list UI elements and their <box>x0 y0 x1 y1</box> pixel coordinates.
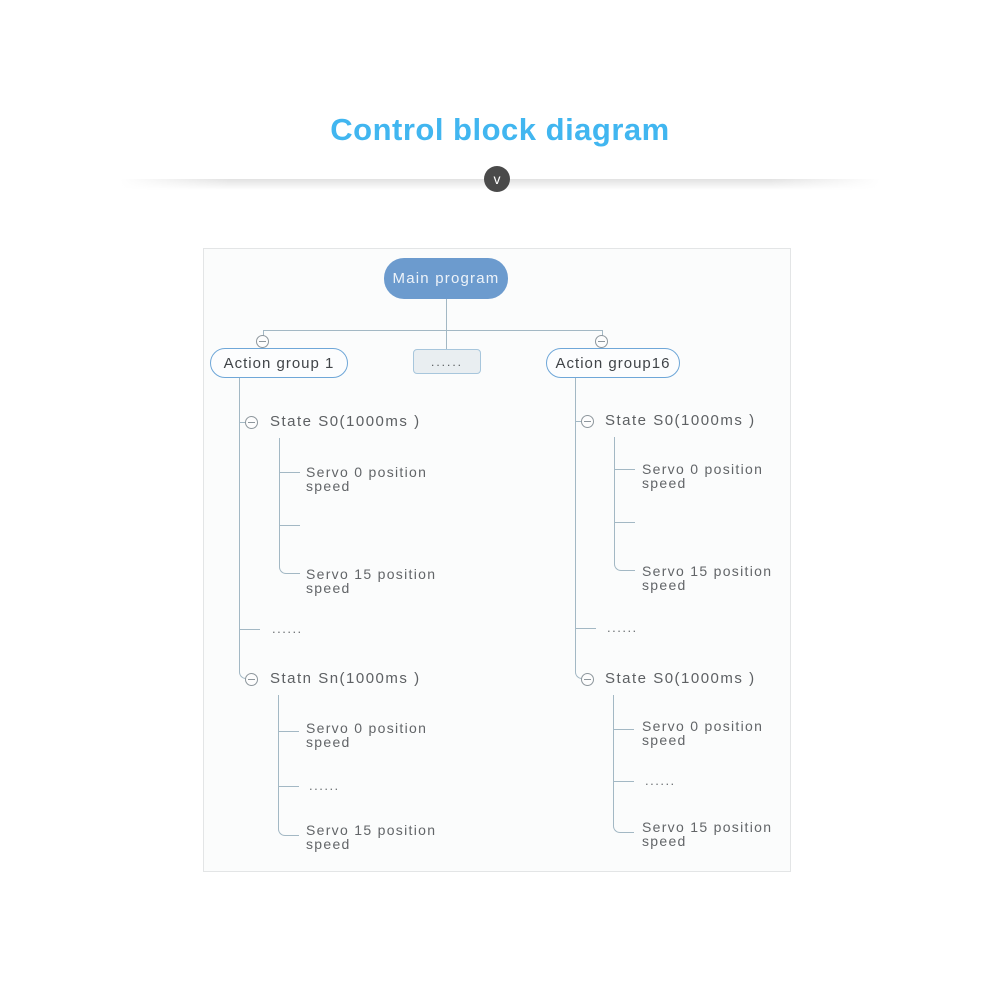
state-label: State S0(1000ms ) <box>270 413 421 430</box>
connector-line <box>575 378 582 679</box>
label-line: speed <box>306 734 351 750</box>
label-line: speed <box>306 478 351 494</box>
connector-line <box>240 629 260 630</box>
ellipsis-label: ...... <box>607 620 638 635</box>
label-line: Servo 0 position <box>306 720 428 736</box>
minus-collapse-icon <box>245 673 258 686</box>
connector-line <box>446 330 447 349</box>
label-line: speed <box>642 577 687 593</box>
state-label: State S0(1000ms ) <box>605 412 756 429</box>
minus-collapse-icon <box>245 416 258 429</box>
connector-line <box>446 299 447 330</box>
connector-line <box>240 422 246 423</box>
connector-line <box>615 522 635 523</box>
connector-line <box>263 330 603 331</box>
label-line: Servo 0 position <box>306 464 428 480</box>
node-ellipsis: ...... <box>413 349 481 374</box>
connector-line <box>263 330 264 336</box>
connector-line <box>615 469 635 470</box>
minus-collapse-icon <box>256 335 269 348</box>
ellipsis-label: ...... <box>645 773 676 788</box>
ellipsis-label: ...... <box>272 621 303 636</box>
diagram-panel: Main program Action group 1 ...... Actio… <box>203 248 791 872</box>
connector-line <box>279 438 300 574</box>
label-line: Servo 15 position <box>642 819 773 835</box>
label-line: Servo 15 position <box>306 822 437 838</box>
connector-line <box>613 695 634 833</box>
connector-line <box>279 786 299 787</box>
connector-line <box>576 628 596 629</box>
connector-line <box>280 472 300 473</box>
minus-collapse-icon <box>595 335 608 348</box>
minus-collapse-icon <box>581 673 594 686</box>
label-line: speed <box>642 732 687 748</box>
connector-line <box>614 729 634 730</box>
label-line: speed <box>642 475 687 491</box>
label-line: Servo 15 position <box>306 566 437 582</box>
connector-line <box>614 781 634 782</box>
chevron-down-badge: v <box>484 166 510 192</box>
minus-collapse-icon <box>581 415 594 428</box>
connector-line <box>279 731 299 732</box>
node-action-group-16: Action group16 <box>546 348 680 378</box>
label-line: speed <box>306 836 351 852</box>
state-label: State S0(1000ms ) <box>605 670 756 687</box>
label-line: speed <box>306 580 351 596</box>
label-line: speed <box>642 833 687 849</box>
label-line: Servo 0 position <box>642 718 764 734</box>
node-main-program: Main program <box>384 258 508 299</box>
connector-line <box>239 378 246 679</box>
page-title: Control block diagram <box>330 112 670 147</box>
label-line: Servo 15 position <box>642 563 773 579</box>
state-label: Statn Sn(1000ms ) <box>270 670 421 687</box>
label-line: Servo 0 position <box>642 461 764 477</box>
connector-line <box>602 330 603 336</box>
ellipsis-label: ...... <box>309 778 340 793</box>
connector-line <box>576 421 582 422</box>
connector-line <box>614 437 635 571</box>
connector-line <box>280 525 300 526</box>
connector-line <box>278 695 299 836</box>
node-action-group-1: Action group 1 <box>210 348 348 378</box>
